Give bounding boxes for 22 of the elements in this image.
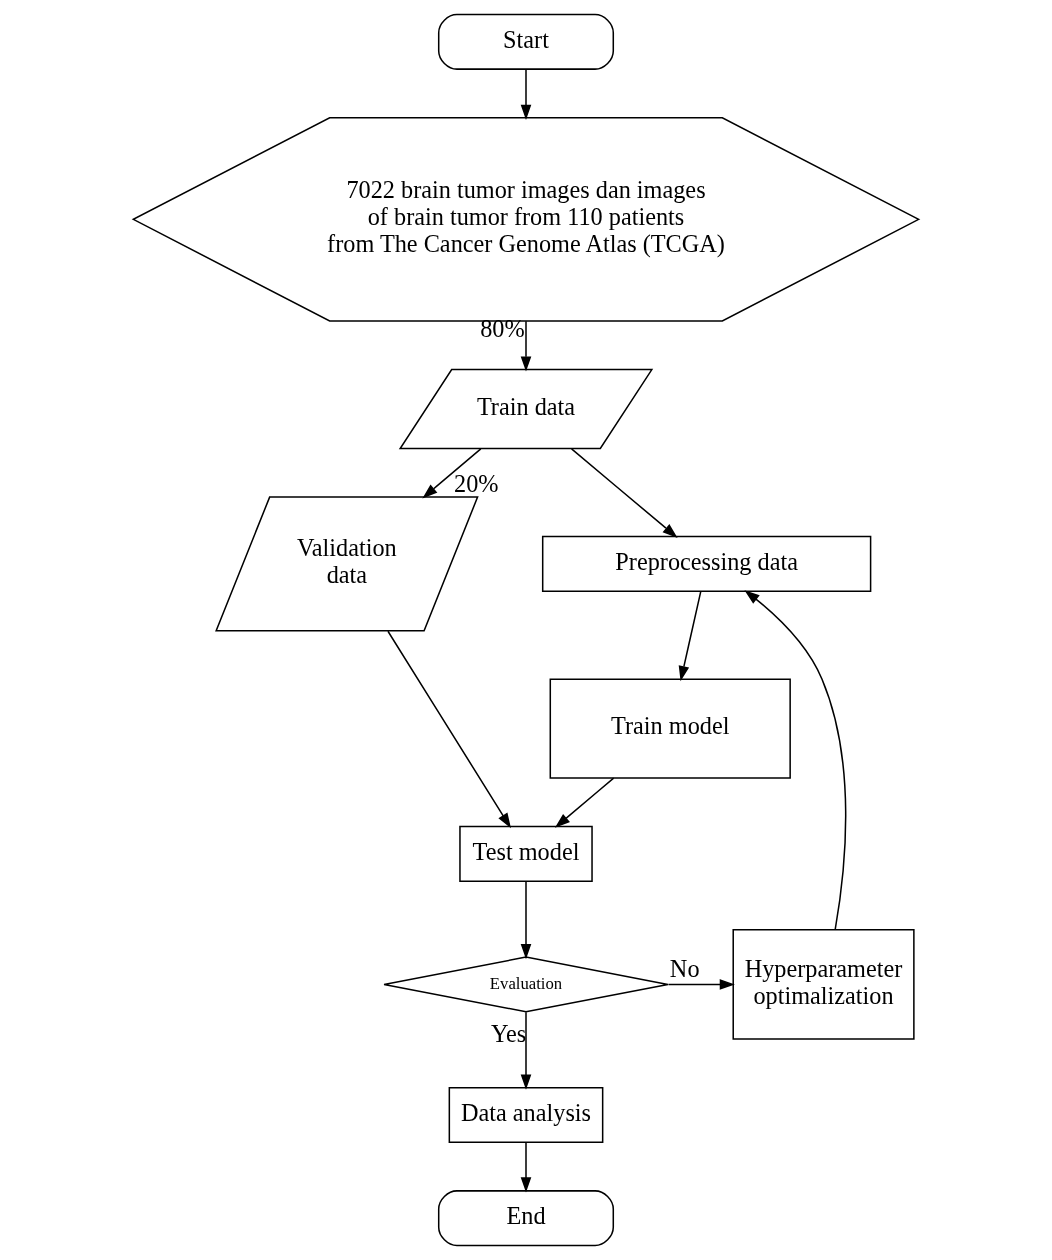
- arrow: [387, 630, 511, 829]
- node-box: Preprocessing data: [541, 535, 872, 592]
- edge-label: 20%: [454, 470, 499, 498]
- arrow: [554, 777, 615, 828]
- arrow: [520, 320, 532, 372]
- arrow: [520, 1011, 532, 1090]
- node-box: Start: [437, 13, 615, 70]
- node-box: Hyperparameter optimalization: [732, 929, 915, 1040]
- arrow: [422, 448, 482, 499]
- node-box: Test model: [459, 825, 593, 882]
- arrow: [744, 590, 847, 931]
- arrow: [570, 448, 678, 538]
- node-diamond: Evaluation: [383, 956, 669, 1013]
- node-box: Data analysis: [448, 1086, 604, 1144]
- arrow: [678, 590, 702, 682]
- arrow: [520, 1142, 532, 1193]
- arrow: [667, 979, 735, 990]
- node-box: Train model: [549, 678, 791, 779]
- arrow: [520, 69, 532, 121]
- edge-label: No: [669, 954, 700, 982]
- node-box: End: [437, 1190, 615, 1247]
- arrow: [520, 881, 532, 960]
